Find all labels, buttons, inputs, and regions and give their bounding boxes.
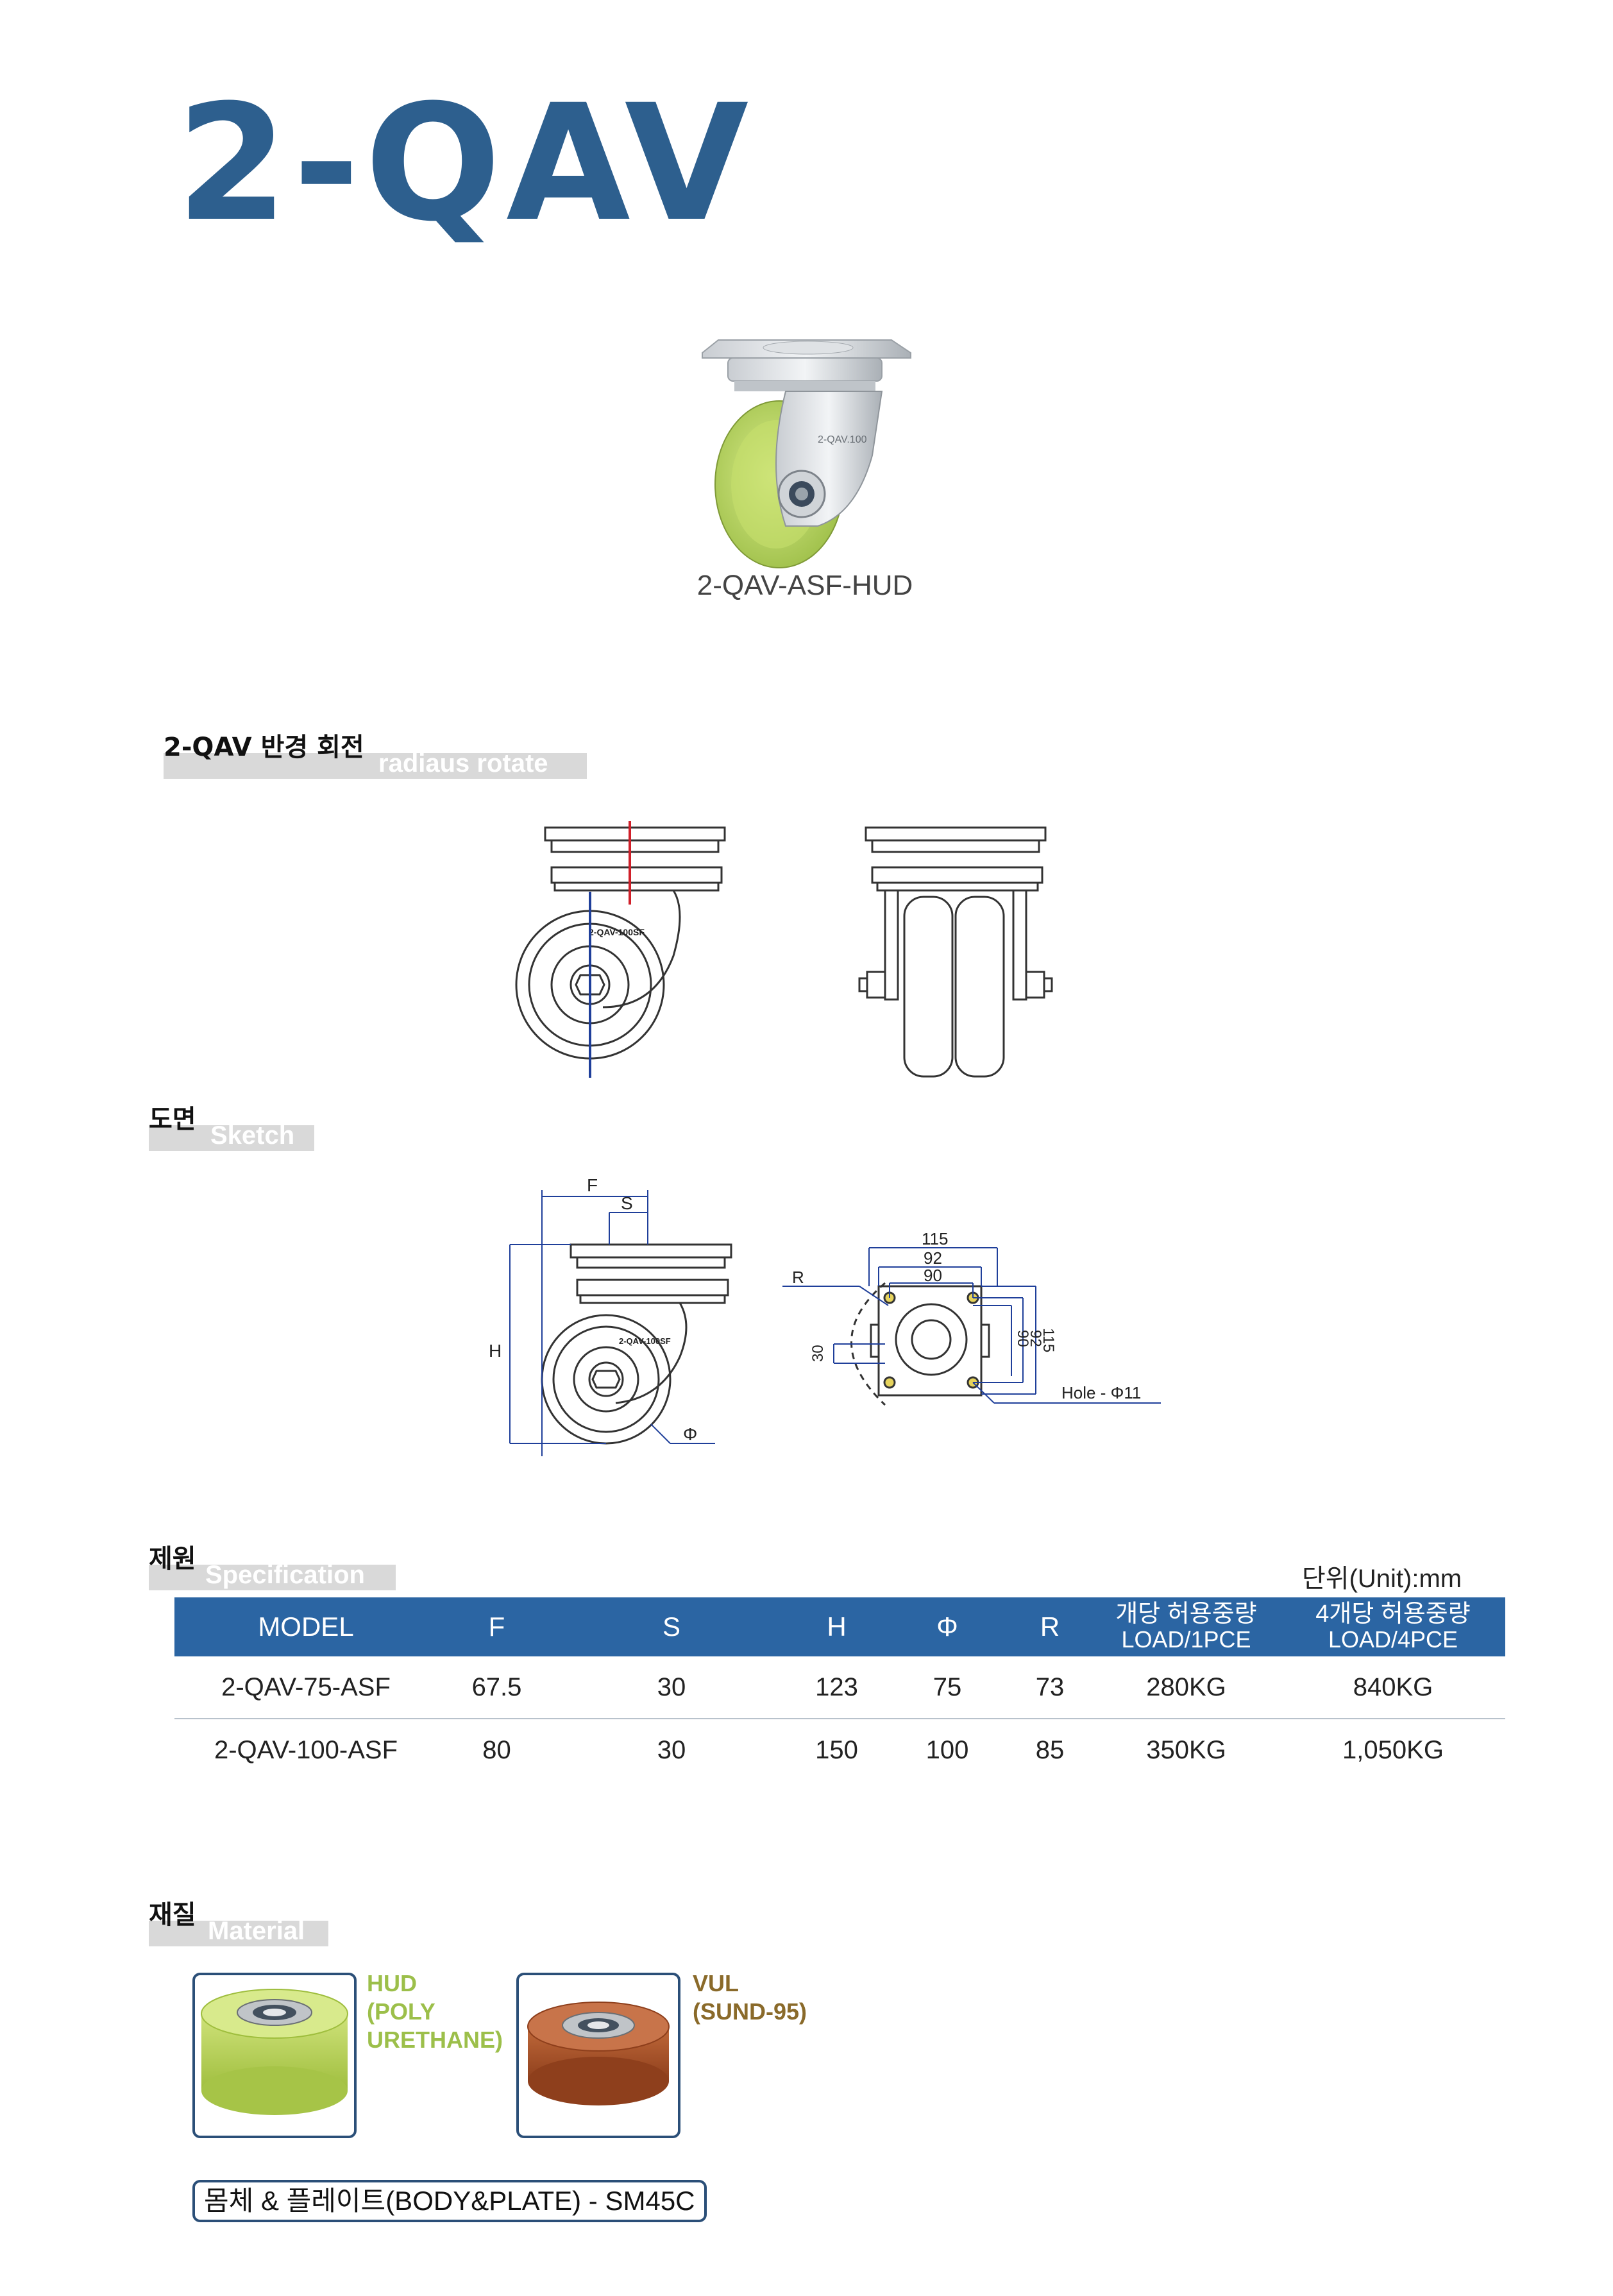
dim-label-92-vertical: 92 bbox=[1027, 1330, 1044, 1347]
section-header-ko: 2-QAV 반경 회전 bbox=[164, 733, 364, 762]
cell-s: 30 bbox=[657, 1735, 686, 1764]
cell-h: 123 bbox=[787, 1656, 886, 1719]
col-header-h: H bbox=[787, 1597, 886, 1656]
cell-model: 2-QAV-100-ASF bbox=[214, 1735, 398, 1764]
unit-label: 단위(Unit):mm bbox=[1302, 1565, 1462, 1593]
section-header-en: Material bbox=[208, 1917, 305, 1945]
section-header-sketch: 도면 Sketch bbox=[149, 1098, 341, 1151]
section-header-ko: 재질 bbox=[149, 1900, 196, 1930]
cell-model: 2-QAV-75-ASF bbox=[174, 1656, 437, 1719]
sketch-top-dimension-drawing: 115 92 90 R 30 115 92 90 Hole - Φ11 bbox=[782, 1229, 1161, 1406]
dim-label-S: S bbox=[621, 1193, 633, 1213]
table-row: 2-QAV-100-ASF 80 30 150 100 85 350KG 1,0… bbox=[174, 1719, 1505, 1781]
dim-label-90-vertical: 90 bbox=[1014, 1330, 1031, 1347]
col-header-r: R bbox=[1008, 1597, 1092, 1656]
material-vul-line1: VUL bbox=[693, 1970, 739, 1996]
section-header-ko: 도면 bbox=[149, 1105, 196, 1134]
material-hud-card bbox=[192, 1973, 357, 2138]
col-header-f: F bbox=[437, 1597, 556, 1656]
section-header-en: Sketch bbox=[210, 1121, 295, 1150]
dim-label-F: F bbox=[587, 1175, 598, 1195]
dim-label-H: H bbox=[489, 1341, 502, 1361]
load4-header-top: 4개당 허용중량 bbox=[1315, 1601, 1471, 1628]
section-header-bar bbox=[149, 1921, 328, 1946]
dim-label-90: 90 bbox=[924, 1266, 942, 1285]
front-view-drawing bbox=[858, 826, 1053, 1078]
col-header-load1: 개당 허용중량 LOAD/1PCE bbox=[1092, 1597, 1281, 1656]
material-vul-label: VUL (SUND-95) bbox=[693, 1969, 807, 2026]
cell-r: 73 bbox=[1008, 1656, 1092, 1719]
load1-header-sub: LOAD/1PCE bbox=[1121, 1626, 1251, 1653]
cell-s: 30 bbox=[556, 1656, 787, 1719]
section-header-bar bbox=[164, 753, 587, 779]
section-header-en: Specification bbox=[205, 1561, 365, 1589]
model-stamp-text: 2-QAV-100SF bbox=[619, 1336, 671, 1346]
material-hud-line1: HUD bbox=[367, 1970, 417, 1996]
section-header-radius: 2-QAV 반경 회전 radiaus rotate bbox=[164, 726, 600, 779]
model-stamp-text: 2-QAV-100SF bbox=[589, 927, 645, 937]
hud-wheel-image bbox=[201, 1989, 348, 2115]
col-header-load4: 4개당 허용중량 LOAD/4PCE bbox=[1281, 1597, 1505, 1656]
material-hud-label: HUD (POLY URETHANE) bbox=[367, 1969, 503, 2054]
side-view-drawing: 2-QAV-100SF bbox=[515, 821, 726, 1078]
dim-label-hole: Hole - Φ11 bbox=[1061, 1383, 1141, 1402]
section-header-material: 재질 Material bbox=[149, 1894, 354, 1946]
cell-h: 150 bbox=[815, 1735, 858, 1764]
section-header-ko: 제원 bbox=[149, 1544, 196, 1574]
cell-phi: 100 bbox=[925, 1735, 969, 1764]
dim-label-92: 92 bbox=[924, 1248, 942, 1268]
cell-load4: 840KG bbox=[1281, 1656, 1505, 1719]
dim-label-115: 115 bbox=[922, 1229, 948, 1248]
spec-table: MODEL F S H Φ R 개당 허용중량 LOAD/1PCE 4개당 허용… bbox=[174, 1597, 1505, 1781]
product-stamp-text: 2-QAV.100 bbox=[818, 434, 867, 445]
cell-f: 67.5 bbox=[437, 1656, 556, 1719]
cell-f: 80 bbox=[482, 1735, 511, 1764]
caster-product-image: 2-QAV.100 bbox=[702, 339, 911, 568]
table-row: 2-QAV-75-ASF 67.5 30 123 75 73 280KG 840… bbox=[174, 1656, 1505, 1719]
section-header-spec: 제원 Specification bbox=[149, 1538, 418, 1590]
material-vul-card bbox=[516, 1973, 680, 2138]
load1-header-top: 개당 허용중량 bbox=[1115, 1601, 1257, 1628]
vul-wheel-image bbox=[527, 2002, 670, 2105]
section-header-en: radiaus rotate bbox=[378, 749, 548, 778]
material-hud-line3: URETHANE) bbox=[367, 2027, 503, 2053]
col-header-s: S bbox=[556, 1597, 787, 1656]
dim-label-115-vertical: 115 bbox=[1040, 1328, 1057, 1352]
cell-phi: 75 bbox=[886, 1656, 1008, 1719]
page-title: 2-QAV bbox=[176, 70, 754, 257]
product-label: 2-QAV-ASF-HUD bbox=[697, 570, 913, 601]
material-vul-line2: (SUND-95) bbox=[693, 1998, 807, 2025]
cell-r: 85 bbox=[1035, 1735, 1065, 1764]
material-hud-line2: (POLY bbox=[367, 1998, 435, 2025]
col-header-model: MODEL bbox=[174, 1597, 437, 1656]
cell-load4: 1,050KG bbox=[1342, 1735, 1444, 1764]
table-header-row: MODEL F S H Φ R 개당 허용중량 LOAD/1PCE 4개당 허용… bbox=[174, 1597, 1505, 1656]
section-header-bar bbox=[149, 1565, 396, 1590]
body-plate-material-label: 몸체 & 플레이트(BODY&PLATE) - SM45C bbox=[192, 2180, 707, 2222]
dim-label-R: R bbox=[792, 1268, 804, 1287]
load4-header-sub: LOAD/4PCE bbox=[1328, 1626, 1458, 1653]
section-header-bar bbox=[149, 1125, 314, 1151]
cell-load1: 280KG bbox=[1092, 1656, 1281, 1719]
col-header-phi: Φ bbox=[886, 1597, 1008, 1656]
dim-label-30: 30 bbox=[809, 1345, 827, 1362]
sketch-side-dimension-drawing: 2-QAV-100SF F S H Φ bbox=[489, 1175, 732, 1456]
cell-load1: 350KG bbox=[1146, 1735, 1226, 1764]
dim-label-phi: Φ bbox=[683, 1424, 697, 1444]
